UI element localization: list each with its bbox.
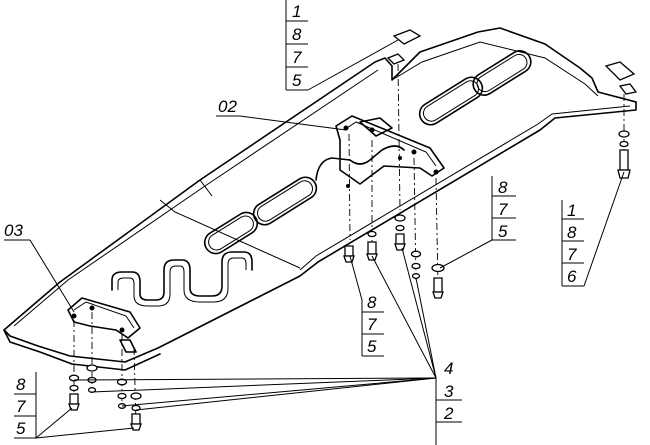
skid-plate-inner-edge bbox=[13, 69, 379, 327]
mounting-tab-top bbox=[386, 29, 422, 65]
callout-center-item-1: 8 bbox=[367, 293, 377, 312]
callout-bottom-right-item-2: 3 bbox=[444, 382, 454, 401]
callout-top-item-1: 1 bbox=[292, 2, 301, 21]
callout-bottom-left-item-3: 5 bbox=[16, 419, 26, 438]
callout-top-item-4: 5 bbox=[292, 71, 302, 90]
callout-top-item-3: 7 bbox=[292, 48, 302, 67]
skid-plate-outline bbox=[3, 27, 637, 363]
mounting-tab-right bbox=[604, 61, 638, 95]
callout-center-item-3: 5 bbox=[367, 337, 377, 356]
callout-mid-right-item-1: 8 bbox=[498, 178, 508, 197]
stamped-slots bbox=[111, 50, 532, 307]
callout-bottom-right-item-3: 2 bbox=[443, 404, 454, 423]
callout-bottom-left-item-2: 7 bbox=[16, 397, 26, 416]
bolt-center-3 bbox=[366, 230, 378, 261]
callout-bottom-left-item-1: 8 bbox=[16, 375, 26, 394]
part-label-03: 03 bbox=[4, 221, 23, 240]
callout-bottom-right-item-1: 4 bbox=[444, 359, 453, 378]
bolt-right-of-center bbox=[431, 263, 445, 299]
nut-front-1 bbox=[86, 364, 98, 393]
callout-top-stack: 1 8 7 5 bbox=[285, 0, 308, 90]
callout-right-item-4: 6 bbox=[567, 267, 577, 286]
callout-mid-right-stack: 8 7 5 bbox=[491, 176, 516, 241]
nut-front-2 bbox=[116, 378, 128, 409]
fasteners bbox=[68, 130, 631, 431]
bracket-03 bbox=[67, 297, 141, 353]
bend-line bbox=[199, 179, 213, 197]
stiffening-rib bbox=[111, 251, 253, 301]
skid-plate-front-lip bbox=[3, 329, 161, 371]
callout-right-stack: 1 8 7 6 bbox=[561, 200, 584, 286]
callout-right-item-2: 8 bbox=[567, 223, 577, 242]
callout-top-item-2: 8 bbox=[292, 25, 302, 44]
bolt-center-1 bbox=[394, 214, 406, 251]
callout-mid-right-item-3: 5 bbox=[498, 222, 508, 241]
part-label-02: 02 bbox=[218, 97, 237, 116]
bolt-center-2 bbox=[343, 245, 355, 263]
callout-center-item-2: 7 bbox=[367, 315, 377, 334]
bolt-right bbox=[617, 130, 631, 179]
skid-plate bbox=[3, 27, 637, 371]
callout-bottom-left-stack: 8 7 5 bbox=[14, 372, 37, 438]
nut-stack-center bbox=[410, 250, 422, 279]
callout-right-item-1: 1 bbox=[567, 201, 576, 220]
leader-lines bbox=[4, 39, 625, 439]
bracket-02 bbox=[335, 115, 445, 188]
callout-bottom-right-stack: 4 3 2 bbox=[435, 359, 462, 445]
callout-right-item-3: 7 bbox=[567, 245, 577, 264]
callout-center-stack: 8 7 5 bbox=[362, 293, 384, 356]
callout-mid-right-item-2: 7 bbox=[498, 200, 508, 219]
